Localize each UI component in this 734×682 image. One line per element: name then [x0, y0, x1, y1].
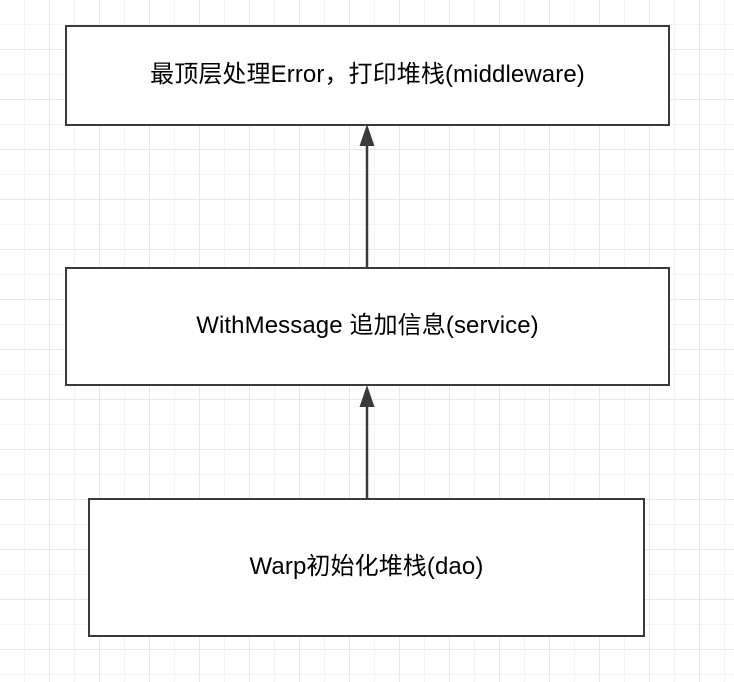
node-middleware[interactable]: 最顶层处理Error，打印堆栈(middleware)	[65, 25, 670, 126]
arrowhead-up-icon	[359, 124, 375, 146]
node-dao-label: Warp初始化堆栈(dao)	[249, 553, 484, 581]
edge-service-to-middleware[interactable]	[340, 120, 394, 272]
node-middleware-label: 最顶层处理Error，打印堆栈(middleware)	[150, 61, 585, 89]
edge-dao-to-service[interactable]	[340, 381, 394, 503]
node-service-label: WithMessage 追加信息(service)	[196, 312, 539, 340]
node-dao[interactable]: Warp初始化堆栈(dao)	[88, 498, 645, 637]
arrowhead-up-icon	[359, 385, 375, 407]
node-service[interactable]: WithMessage 追加信息(service)	[65, 267, 670, 386]
